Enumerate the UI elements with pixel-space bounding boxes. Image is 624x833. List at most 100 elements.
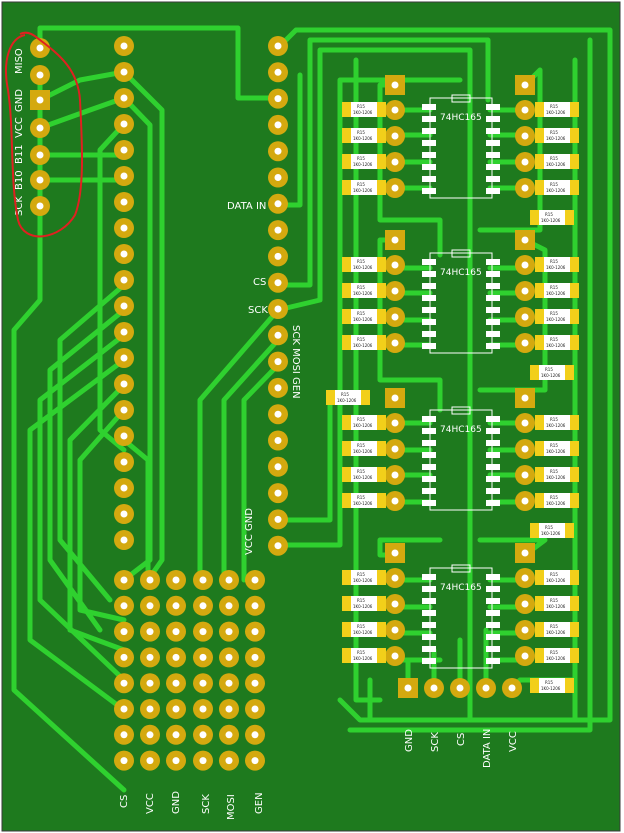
grid-pad: [114, 673, 134, 694]
middle-header-pad: [268, 167, 288, 188]
resistor-value: 1K0-1206: [353, 162, 373, 167]
resistor-value: 1K0-1206: [546, 578, 566, 583]
resistor-ref: R15: [357, 598, 365, 603]
block-left-pad: [385, 152, 405, 172]
resistor-value: 1K0-1206: [353, 317, 373, 322]
resistor-value: 1K0-1206: [546, 656, 566, 661]
column-two-pad: [114, 36, 134, 56]
chip-label: 74HC165: [440, 268, 482, 278]
middle-header-pad: [268, 88, 288, 109]
resistor-value: 1K0-1206: [546, 162, 566, 167]
middle-header-pad: [268, 535, 288, 556]
grid-pad: [219, 724, 239, 745]
resistor-value: 1K0-1206: [353, 475, 373, 480]
column-two-pad: [114, 400, 134, 420]
resistor-ref: R15: [550, 311, 558, 316]
chip-label: 74HC165: [440, 583, 482, 593]
label-cs-mid: CS: [253, 277, 266, 288]
label-sck-left: SCK: [14, 196, 25, 216]
label-miso: MISO: [14, 48, 25, 74]
grid-pad: [114, 570, 134, 590]
block-right-pad: [515, 255, 535, 275]
resistor-ref: R15: [550, 259, 558, 264]
label-datain-out: DATA IN: [482, 729, 493, 768]
resistor-ref: R15: [550, 130, 558, 135]
resistor-ref: R15: [545, 367, 553, 372]
block-right-pad: [515, 126, 535, 146]
block-right-pad: [515, 333, 535, 353]
resistor-value: 1K0-1206: [546, 110, 566, 115]
block-right-square-pad: [515, 388, 535, 408]
label-gnd-out: GND: [404, 729, 415, 752]
column-two-pad: [114, 322, 134, 342]
left-header-labels: MISO GND VCC B11 B10 SCK: [14, 48, 25, 216]
middle-header-pad: [268, 351, 288, 372]
block-left-pad: [385, 307, 405, 327]
resistor-ref: R15: [550, 285, 558, 290]
shift-register-chip: 74HC165: [422, 406, 500, 511]
left-header: [30, 38, 50, 216]
grid-pad: [166, 647, 186, 668]
red-annotation-circle: [4, 31, 84, 238]
middle-header-pad: [268, 325, 288, 346]
grid-pad: [166, 699, 186, 719]
column-two-pad: [114, 426, 134, 446]
block-right-pad: [515, 307, 535, 327]
middle-header-pad: [268, 193, 288, 214]
block-left-pad: [385, 281, 405, 301]
block-right-square-pad: [515, 75, 535, 95]
resistor-ref: R15: [550, 443, 558, 448]
shift-register-chip: 74HC165: [422, 564, 500, 669]
resistor-value: 1K0-1206: [353, 188, 373, 193]
grid-pad: [193, 673, 213, 694]
column-two-pad: [114, 114, 134, 134]
resistor-ref: R15: [545, 525, 553, 530]
label-sck-bottom: SCK: [201, 794, 212, 814]
grid-pad: [193, 570, 213, 590]
resistor-value: 1K0-1206: [541, 373, 561, 378]
grid-pad: [193, 647, 213, 668]
column-two-pad: [114, 62, 134, 82]
grid-pad: [140, 621, 160, 642]
block-right-square-pad: [515, 543, 535, 563]
shift-register-chip: 74HC165: [422, 94, 500, 199]
column-two-pad: [114, 218, 134, 238]
resistor-ref: R15: [550, 495, 558, 500]
resistor-value: 1K0-1206: [353, 136, 373, 141]
resistor-value: 1K0-1206: [353, 449, 373, 454]
label-vcc-bottom: VCC: [145, 793, 156, 814]
resistor-value: 1K0-1206: [546, 630, 566, 635]
resistor-ref: R15: [545, 212, 553, 217]
resistor-value: 1K0-1206: [353, 343, 373, 348]
block-right-pad: [515, 491, 535, 511]
resistor-value: 1K0-1206: [541, 218, 561, 223]
middle-header-pad: [268, 430, 288, 451]
resistor-ref: R15: [357, 259, 365, 264]
middle-header-labels: DATA IN CS SCK SCK MOSI GEN VCC GND: [227, 201, 301, 555]
resistor-ref: R15: [550, 469, 558, 474]
block-right-pad: [515, 465, 535, 485]
left-header-pad: [30, 118, 50, 138]
grid-pad: [140, 570, 160, 590]
grid-pad: [219, 595, 239, 616]
block-right-pad: [515, 568, 535, 588]
block-right-pad: [515, 646, 535, 666]
grid-pad: [245, 673, 265, 694]
block-left-pad: [385, 594, 405, 614]
